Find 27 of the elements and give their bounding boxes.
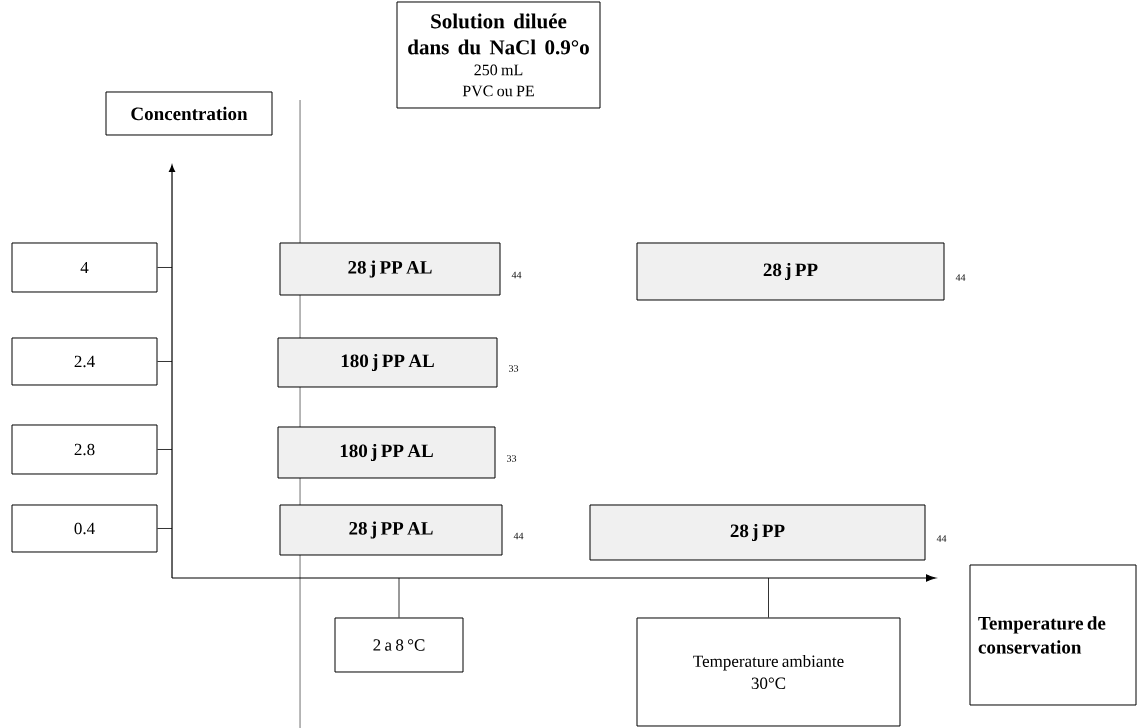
reference-number: 44	[936, 535, 947, 542]
reference-number: 33	[509, 365, 519, 372]
solution-box: Solution diluée dans du NaCl 0.9°o 250 mL PVC ou PE	[396, 1, 601, 109]
axis-title-box: Concentration	[105, 91, 273, 136]
tick-line	[398, 577, 400, 618]
stability-box: 28 j PP AL	[279, 504, 503, 556]
stability-box: 180 j PP AL	[277, 337, 498, 388]
concentration-box: 2.8	[11, 424, 158, 475]
axis-title-box: Temperature de conservation	[969, 564, 1137, 706]
stability-box: 28 j PP	[636, 242, 945, 301]
temperature-box: Temperature ambiante 30°C	[636, 617, 901, 727]
concentration-box: 4	[11, 242, 158, 293]
temperature-box: 2 a 8 °C	[334, 617, 464, 673]
reference-number: 44	[513, 532, 524, 540]
reference-number: 44	[511, 271, 522, 279]
stability-box: 180 j PP AL	[277, 426, 496, 479]
reference-number: 33	[507, 455, 517, 462]
tick-line	[157, 361, 173, 362]
tick-line	[157, 267, 173, 268]
tick-line	[768, 577, 769, 618]
stability-box: 28 j PP AL	[279, 242, 501, 296]
stability-box: 28 j PP	[589, 504, 926, 561]
tick-line	[157, 449, 173, 450]
tick-line	[157, 528, 173, 529]
concentration-box: 0.4	[11, 504, 158, 553]
reference-number: 44	[955, 274, 966, 281]
concentration-box: 2.4	[11, 337, 158, 386]
